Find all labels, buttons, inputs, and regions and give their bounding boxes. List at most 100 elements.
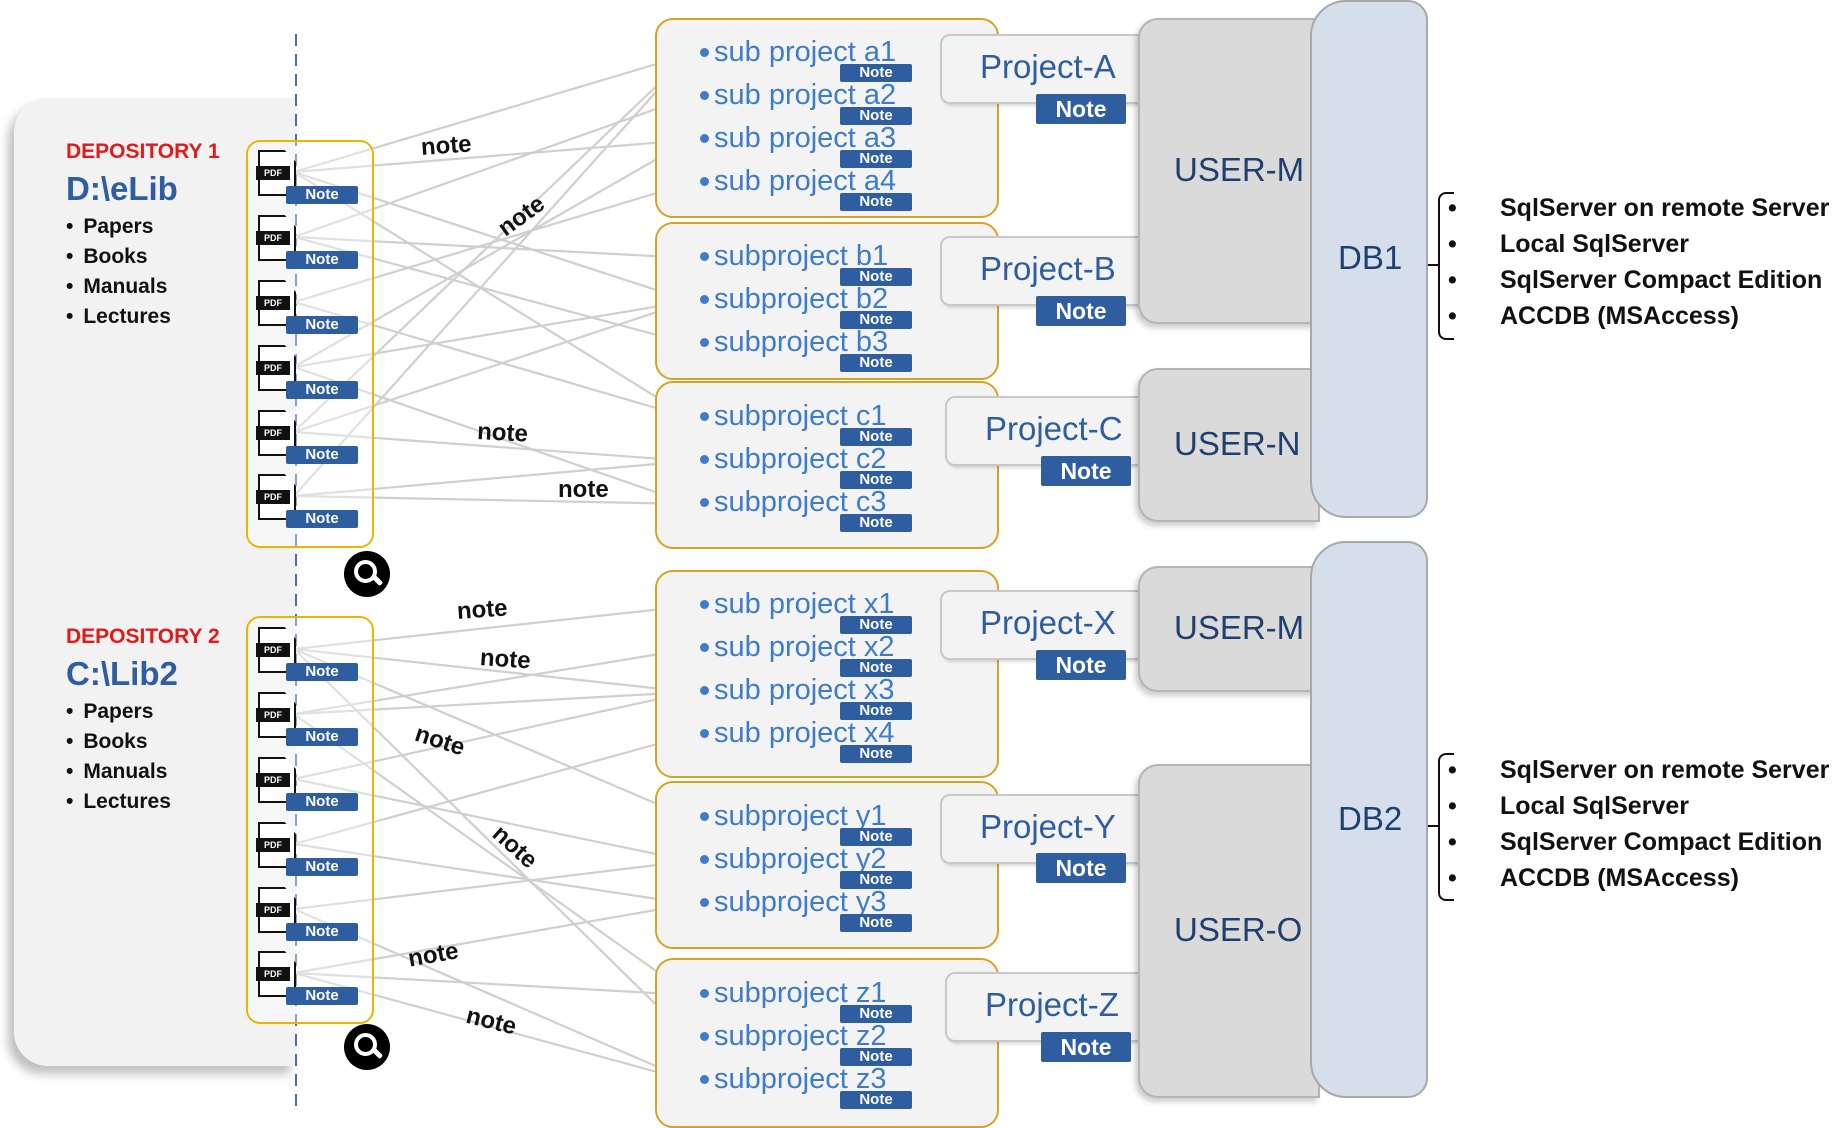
subproject-label: sub project x3 <box>714 674 895 706</box>
bullet <box>700 134 709 143</box>
note-tag[interactable]: Note <box>286 381 358 399</box>
connection-line <box>293 648 692 1040</box>
connection-line <box>293 300 692 422</box>
note-tag[interactable]: Note <box>840 471 912 489</box>
database-options-list: SqlServer on remote ServerLocal SqlServe… <box>1448 752 1829 896</box>
subproject-item[interactable]: sub project a2 <box>700 77 920 117</box>
database-label: DB2 <box>1338 799 1403 837</box>
subproject-item[interactable]: sub project x3 <box>700 672 920 712</box>
pdf-icon[interactable]: PDF <box>256 410 298 458</box>
brace-tick <box>1428 264 1438 266</box>
pdf-label: PDF <box>256 166 290 180</box>
note-tag[interactable]: Note <box>840 828 912 846</box>
note-tag[interactable]: Note <box>286 987 358 1005</box>
edge-label: note <box>558 476 609 503</box>
bullet <box>700 338 709 347</box>
note-tag[interactable]: Note <box>286 446 358 464</box>
note-tag[interactable]: Note <box>840 871 912 889</box>
note-tag[interactable]: Note <box>286 316 358 334</box>
pdf-label: PDF <box>256 838 290 852</box>
subproject-item[interactable]: subproject z2 <box>700 1018 920 1058</box>
note-tag[interactable]: Note <box>840 311 912 329</box>
project-note-tag[interactable]: Note <box>1036 853 1126 883</box>
subproject-item[interactable]: sub project x4 <box>700 715 920 755</box>
project-note-tag[interactable]: Note <box>1036 650 1126 680</box>
note-tag[interactable]: Note <box>286 858 358 876</box>
connection-line <box>293 971 692 1085</box>
project-note-tag[interactable]: Note <box>1036 94 1126 124</box>
note-tag[interactable]: Note <box>286 923 358 941</box>
subproject-item[interactable]: subproject b1 <box>700 238 920 278</box>
note-tag[interactable]: Note <box>286 793 358 811</box>
note-tag[interactable]: Note <box>840 1048 912 1066</box>
user-label: USER-M <box>1174 609 1305 646</box>
note-tag[interactable]: Note <box>840 150 912 168</box>
project-box[interactable]: Project-X <box>940 590 1149 660</box>
connection-line <box>293 685 692 716</box>
note-tag[interactable]: Note <box>840 616 912 634</box>
note-tag[interactable]: Note <box>286 510 358 528</box>
project-note-tag[interactable]: Note <box>1041 1032 1131 1062</box>
note-tag[interactable]: Note <box>840 1091 912 1109</box>
note-tag[interactable]: Note <box>840 193 912 211</box>
note-tag[interactable]: Note <box>840 268 912 286</box>
project-label: Project-Z <box>985 986 1119 1023</box>
note-tag[interactable]: Note <box>286 251 358 269</box>
note-tag[interactable]: Note <box>840 107 912 125</box>
subproject-label: subproject z3 <box>714 1063 887 1095</box>
project-note-tag[interactable]: Note <box>1041 456 1131 486</box>
pdf-icon[interactable]: PDF <box>256 474 298 522</box>
brace <box>1438 753 1454 901</box>
note-tag[interactable]: Note <box>840 659 912 677</box>
subproject-item[interactable]: subproject z1 <box>700 975 920 1015</box>
note-tag[interactable]: Note <box>840 514 912 532</box>
pdf-icon[interactable]: PDF <box>256 951 298 999</box>
subproject-item[interactable]: sub project x2 <box>700 629 920 669</box>
subproject-item[interactable]: subproject b2 <box>700 281 920 321</box>
note-tag[interactable]: Note <box>840 1005 912 1023</box>
note-tag[interactable]: Note <box>840 354 912 372</box>
subproject-item[interactable]: subproject c3 <box>700 484 920 524</box>
depository-path: C:\Lib2 <box>66 655 178 692</box>
subproject-item[interactable]: subproject z3 <box>700 1061 920 1101</box>
bullet <box>700 600 709 609</box>
subproject-item[interactable]: sub project a3 <box>700 120 920 160</box>
connection-line <box>293 599 692 651</box>
note-tag[interactable]: Note <box>840 914 912 932</box>
subproject-label: subproject b3 <box>714 326 889 358</box>
connection-line <box>293 855 692 911</box>
subproject-item[interactable]: subproject c2 <box>700 441 920 481</box>
connection-line <box>293 907 692 1083</box>
pdf-icon[interactable]: PDF <box>256 150 298 198</box>
user-box: USER-N <box>1138 368 1320 522</box>
subproject-label: sub project a4 <box>714 165 897 197</box>
note-tag[interactable]: Note <box>840 702 912 720</box>
note-tag[interactable]: Note <box>840 745 912 763</box>
database-option: Local SqlServer <box>1448 788 1829 824</box>
search-icon[interactable] <box>344 551 390 597</box>
note-tag[interactable]: Note <box>840 428 912 446</box>
note-tag[interactable]: Note <box>840 64 912 82</box>
project-box[interactable]: Project-C <box>945 396 1154 466</box>
subproject-item[interactable]: subproject c1 <box>700 398 920 438</box>
subproject-item[interactable]: sub project x1 <box>700 586 920 626</box>
database-label: DB1 <box>1338 239 1403 276</box>
note-tag[interactable]: Note <box>286 663 358 681</box>
search-icon[interactable] <box>344 1024 390 1070</box>
database-options-list: SqlServer on remote ServerLocal SqlServe… <box>1448 190 1829 334</box>
project-note-tag[interactable]: Note <box>1036 296 1126 326</box>
project-box[interactable]: Project-Z <box>945 972 1154 1042</box>
subproject-item[interactable]: subproject y1 <box>700 798 920 838</box>
project-box[interactable]: Project-B <box>940 236 1149 306</box>
subproject-item[interactable]: subproject y3 <box>700 884 920 924</box>
subproject-item[interactable]: subproject y2 <box>700 841 920 881</box>
connection-line <box>293 235 692 265</box>
subproject-item[interactable]: sub project a4 <box>700 163 920 203</box>
depository-item: Books <box>66 727 171 757</box>
subproject-item[interactable]: sub project a1 <box>700 34 920 74</box>
subproject-item[interactable]: subproject b3 <box>700 324 920 364</box>
note-tag[interactable]: Note <box>286 728 358 746</box>
pdf-icon[interactable]: PDF <box>256 822 298 870</box>
note-tag[interactable]: Note <box>286 186 358 204</box>
pdf-label: PDF <box>256 967 290 981</box>
